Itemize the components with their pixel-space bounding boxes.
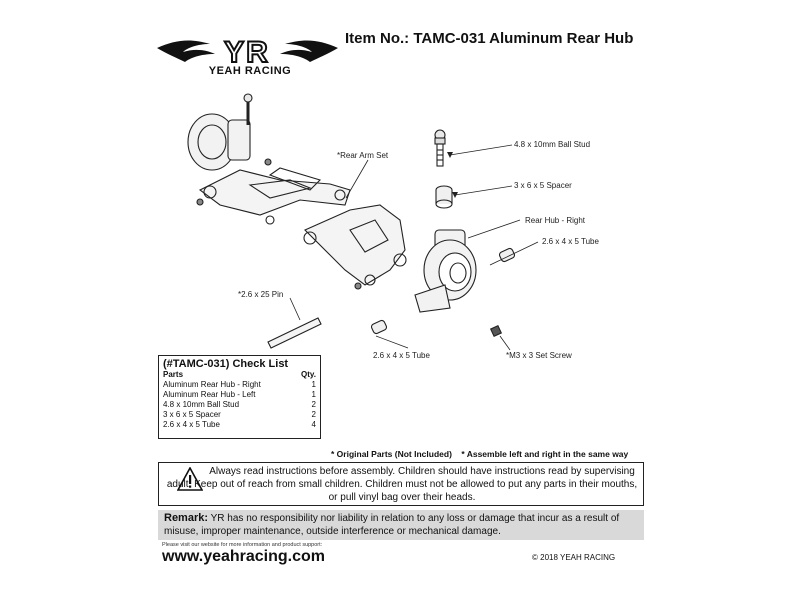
logo-letters: YR: [224, 36, 270, 69]
check-list-header-row: Parts Qty.: [163, 370, 316, 380]
check-list-title: (#TAMC-031) Check List: [163, 358, 289, 370]
label-spacer: 3 x 6 x 5 Spacer: [514, 181, 572, 190]
part-qty: 1: [311, 380, 316, 389]
note-assemble: * Assemble left and right in the same wa…: [461, 449, 629, 459]
part-qty: 2: [311, 410, 316, 419]
exploded-diagram: [187, 93, 539, 351]
label-rear-arm-set: *Rear Arm Set: [337, 151, 389, 160]
label-tube-top: 2.6 x 4 x 5 Tube: [542, 237, 599, 246]
part-name: Aluminum Rear Hub - Left: [163, 390, 256, 399]
page-title: Item No.: TAMC-031 Aluminum Rear Hub: [345, 30, 634, 47]
label-ball-stud: 4.8 x 10mm Ball Stud: [514, 140, 591, 149]
label-pin: *2.6 x 25 Pin: [238, 290, 284, 299]
remark-box: Remark: YR has no responsibility nor lia…: [158, 510, 644, 540]
col-qty: Qty.: [301, 370, 316, 379]
assembly-notes: * Original Parts (Not Included) * Assemb…: [331, 449, 628, 459]
col-parts: Parts: [163, 370, 184, 379]
part-name: 2.6 x 4 x 5 Tube: [163, 420, 220, 429]
part-qty: 1: [311, 390, 316, 399]
table-row: 3 x 6 x 5 Spacer 2: [163, 410, 316, 420]
logo-text: YEAH RACING: [208, 65, 292, 77]
table-row: 4.8 x 10mm Ball Stud 2: [163, 400, 316, 410]
warning-icon: [177, 467, 203, 491]
note-original-parts: * Original Parts (Not Included): [331, 449, 452, 459]
copyright: © 2018 YEAH RACING: [532, 553, 616, 562]
visit-note: Please visit our website for more inform…: [162, 542, 323, 548]
website-link[interactable]: www.yeahracing.com: [162, 548, 326, 565]
part-name: Aluminum Rear Hub - Right: [163, 380, 261, 389]
remark-label: Remark:: [164, 512, 209, 524]
part-name: 4.8 x 10mm Ball Stud: [163, 400, 240, 409]
label-rear-hub-right: Rear Hub - Right: [525, 216, 586, 225]
check-list-table: Parts Qty. Aluminum Rear Hub - Right 1 A…: [163, 370, 316, 430]
table-row: Aluminum Rear Hub - Left 1: [163, 390, 316, 400]
yeah-racing-logo: YR: [157, 35, 338, 70]
table-row: 2.6 x 4 x 5 Tube 4: [163, 420, 316, 430]
label-set-screw: *M3 x 3 Set Screw: [506, 351, 572, 360]
check-list: (#TAMC-031) Check List Parts Qty. Alumin…: [158, 355, 321, 439]
part-name: 3 x 6 x 5 Spacer: [163, 410, 221, 419]
table-row: Aluminum Rear Hub - Right 1: [163, 380, 316, 390]
part-qty: 2: [311, 400, 316, 409]
warning-box: Always read instructions before assembly…: [158, 462, 644, 506]
remark-text: YR has no responsibility nor liability i…: [164, 513, 620, 537]
label-tube-bottom: 2.6 x 4 x 5 Tube: [373, 351, 430, 360]
warning-text: Always read instructions before assembly…: [166, 466, 638, 503]
part-qty: 4: [311, 420, 316, 429]
